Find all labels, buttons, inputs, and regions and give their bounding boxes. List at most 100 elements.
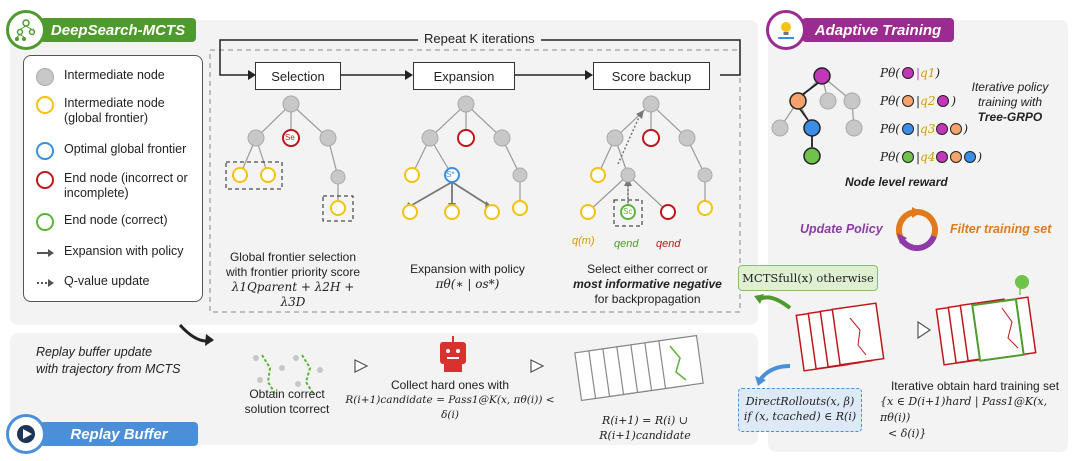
direct-line: DirectRollouts(x, β) <box>745 395 855 408</box>
p-row: Pθ( |q4 ) <box>880 150 983 164</box>
legend-item: Intermediate node <box>36 68 165 86</box>
union-text: R(i+1) = R(i) ∪ R(i+1)candidate <box>599 414 691 442</box>
blue-node-icon <box>901 123 914 135</box>
q-label: q(m) <box>572 235 595 247</box>
dotted-arrow-icon <box>36 274 54 292</box>
step-selection: Selection <box>255 62 341 90</box>
node-letter: S* <box>446 170 455 179</box>
p-pre: Pθ( <box>880 66 900 80</box>
p-q: q1 <box>920 66 936 80</box>
direct-line: if (x, tcached) ∈ R(i) <box>743 410 857 423</box>
backup-caption: Select either correct or most informativ… <box>570 262 725 307</box>
p-q: q3 <box>920 122 936 136</box>
solid-arrow-icon <box>36 244 54 262</box>
p-pre: Pθ( <box>880 122 900 136</box>
green-node-icon <box>901 151 914 163</box>
step-expansion: Expansion <box>413 62 515 90</box>
step-score-backup: Score backup <box>593 62 710 90</box>
node-letter: Sc <box>623 207 633 216</box>
caption-line: for backpropagation <box>594 292 701 306</box>
legend-label: Optimal global frontier <box>64 142 187 156</box>
replay-line: Replay buffer update <box>36 345 153 359</box>
selection-caption: Global frontier selection with frontier … <box>218 250 368 310</box>
node-reward-text: Node level reward <box>845 175 948 189</box>
hard-line: Iterative obtain hard training set <box>890 379 1060 393</box>
orange-node-icon <box>950 123 963 135</box>
p-q: q2 <box>920 94 936 108</box>
caption-line: with frontier priority score <box>225 265 361 279</box>
obtain-text: Obtain correct solution tcorrect <box>232 387 342 417</box>
legend-item: End node (correct) <box>36 213 168 231</box>
repeat-label: Repeat K iterations <box>418 31 541 46</box>
legend-label: Intermediate node <box>64 68 165 82</box>
collect-line: R(i+1)candidate = Pass1@K(x, πθ(i)) < δ(… <box>345 394 555 421</box>
direct-rollouts-box: DirectRollouts(x, β) if (x, tcached) ∈ R… <box>738 388 862 432</box>
p-post: ) <box>951 94 957 108</box>
caption-line: Select either correct or <box>587 262 708 276</box>
node-letter: Se <box>285 133 295 142</box>
collect-text: Collect hard ones with R(i+1)candidate =… <box>345 378 555 423</box>
collect-line: Collect hard ones with <box>390 378 510 392</box>
caption-line: λ1Qparent + λ2H + λ3D <box>231 280 355 309</box>
mcts-full-box: MCTSfull(x) otherwise <box>738 265 878 291</box>
magenta-node-icon <box>937 95 950 107</box>
legend-label: End node (incorrect or incomplete) <box>64 171 188 200</box>
caption-line: training with <box>977 95 1043 109</box>
green-back-arrow-icon <box>754 294 792 310</box>
p-row: Pθ( |q1 ) <box>880 66 941 80</box>
caption-line: πθ(∗ | os*) <box>435 277 500 291</box>
adaptive-panel <box>768 20 1068 452</box>
p-post: ) <box>963 122 969 136</box>
legend-item: End node (incorrect or incomplete) <box>36 171 196 201</box>
node-reward-label: Node level reward <box>845 175 948 189</box>
magenta-node-icon <box>901 67 914 79</box>
caption-line: Iterative policy <box>971 80 1049 94</box>
legend-label: End node (correct) <box>64 213 168 227</box>
q-label: qend <box>656 238 681 250</box>
mcts-tag: DeepSearch-MCTS <box>40 18 196 42</box>
hard-line: < δ(i)} <box>888 427 927 440</box>
blue-back-arrow-icon <box>755 364 791 386</box>
blue-node-icon <box>964 151 977 163</box>
filter-set-text: Filter training set <box>950 222 1052 236</box>
magenta-node-icon <box>936 123 949 135</box>
replay-line: with trajectory from MCTS <box>36 362 181 376</box>
caption-line: most informative negative <box>573 277 722 291</box>
legend-item: Intermediate node (global frontier) <box>36 96 196 126</box>
p-pre: Pθ( <box>880 94 900 108</box>
legend-item: Expansion with policy <box>36 244 184 262</box>
p-post: ) <box>977 150 983 164</box>
p-pre: Pθ( <box>880 150 900 164</box>
legend-item: Q-value update <box>36 274 149 292</box>
caption-line: Global frontier selection <box>229 250 357 264</box>
legend-item: Optimal global frontier <box>36 142 186 160</box>
tree-logo-icon <box>6 10 46 50</box>
p-post: ) <box>935 66 941 80</box>
iterative-policy-text: Iterative policy training with Tree-GRPO <box>955 80 1065 125</box>
hard-line: {x ∈ D(i+1)hard | Pass1@K(x, πθ(i)) <box>880 395 1048 424</box>
legend-label: Expansion with policy <box>64 244 184 258</box>
orange-node-icon <box>950 151 963 163</box>
replay-tag: Replay Buffer <box>40 422 198 446</box>
caption-line: Expansion with policy <box>410 262 525 276</box>
obtain-line: Obtain correct <box>249 387 325 401</box>
adaptive-tag: Adaptive Training <box>802 18 954 42</box>
caption-line: Tree-GRPO <box>977 110 1043 124</box>
replay-logo-icon <box>6 414 46 454</box>
orange-node-icon <box>901 95 914 107</box>
p-row: Pθ( |q3 ) <box>880 122 969 136</box>
magenta-node-icon <box>936 151 949 163</box>
replay-update-text: Replay buffer update with trajectory fro… <box>36 344 180 378</box>
lightbulb-icon <box>766 10 806 50</box>
p-q: q4 <box>920 150 936 164</box>
update-policy-text: Update Policy <box>800 222 883 236</box>
obtain-line: solution tcorrect <box>244 402 330 416</box>
legend-label: Q-value update <box>64 274 150 288</box>
expansion-caption: Expansion with policy πθ(∗ | os*) <box>400 262 535 292</box>
hard-set-text: Iterative obtain hard training set {x ∈ … <box>880 378 1070 442</box>
legend-label: Intermediate node (global frontier) <box>64 96 165 125</box>
